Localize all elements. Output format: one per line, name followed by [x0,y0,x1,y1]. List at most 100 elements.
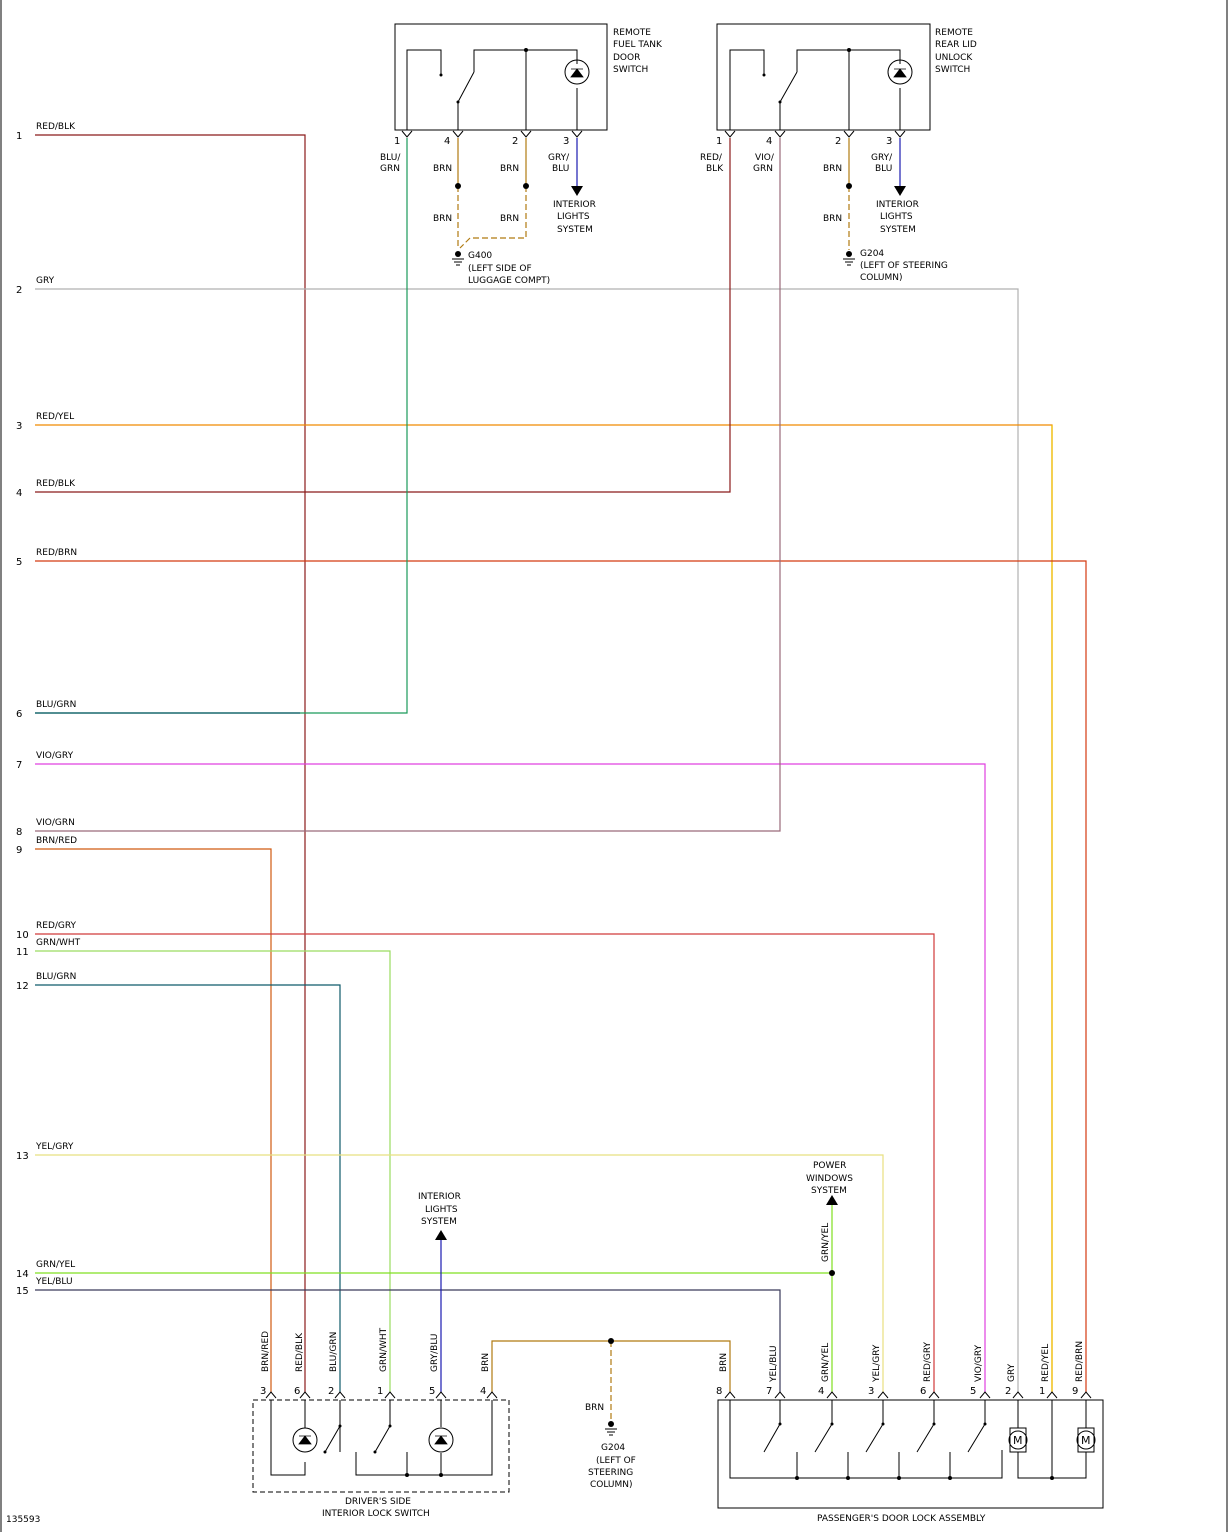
rear-wire-blk: BLK [706,164,724,174]
passenger-pin-6: 6 [920,1386,926,1397]
driver-pin-4: 4 [480,1386,486,1397]
fuel-switch-pin-3: 3 [563,136,569,147]
arrow-down-icon [571,186,583,196]
driver-pin-6: 6 [294,1386,300,1397]
fuel-wire-grn: GRN [380,164,400,174]
fuel-switch-title-2: FUEL TANK [613,40,663,50]
motor-icon: M [1008,1430,1028,1450]
driver-caption-1: DRIVER'S SIDE [345,1497,411,1507]
rear-switch-title-1: REMOTE [935,28,973,38]
driver-lights-1: INTERIOR [418,1192,461,1202]
passenger-pin-7: 7 [766,1386,772,1397]
connector-pin-7: 7 [16,760,22,771]
fuel-switch-pin-1: 1 [394,136,400,147]
rear-switch-title-2: REAR LID [935,40,977,50]
wire-pin-3 [35,424,1053,1392]
wire-label-pin-9: BRN/RED [36,836,77,846]
connector-pin-8: 8 [16,827,22,838]
fuel-switch-pin-2: 2 [512,136,518,147]
wire-label-pin-2: GRY [36,276,55,286]
wire-pin-13 [35,1154,884,1392]
center-ground-1: G204 [601,1443,625,1453]
wire-pin-12 [35,984,341,1392]
center-ground-3: STEERING [588,1468,633,1478]
driver-wire-brn: BRN [481,1353,491,1372]
wire-label-pin-1: RED/BLK [36,122,76,132]
passenger-wire-gry: GRY [1007,1363,1017,1382]
fuel-switch-pin-4: 4 [444,136,450,147]
fuel-switch-internal [406,49,578,130]
driver-pin-5: 5 [429,1386,435,1397]
passenger-pin-2: 2 [1005,1386,1011,1397]
rear-dest-3: SYSTEM [880,225,916,235]
wire-pin-11 [35,950,391,1392]
wire-pin-4 [35,138,731,493]
fuel-ground-3: LUGGAGE COMPT) [468,276,550,286]
fuel-wire-brn-4: BRN [433,164,452,174]
wire-pin-7 [35,763,986,1392]
pw-label-2: WINDOWS [806,1174,853,1184]
connector-pin-5: 5 [16,557,22,568]
passenger-door-lock-assembly: M M PASSENGER'S DOOR LOCK ASSEMBLY 8 7 4… [716,1161,1104,1524]
passenger-wire-yel-blu: YEL/BLU [769,1345,779,1383]
connector-pin-3: 3 [16,421,22,432]
rear-switch-pin-3: 3 [886,136,892,147]
fuel-wire-blu: BLU/ [380,153,401,163]
connector-pin-15: 15 [16,1286,29,1297]
rear-wire-grn: GRN [753,164,773,174]
rear-switch-pin-4: 4 [766,136,772,147]
diagram-id: 135593 [6,1515,40,1525]
wire-label-pin-10: RED/GRY [36,921,77,931]
rear-ground-1: G204 [860,249,884,259]
passenger-pin-3: 3 [868,1386,874,1397]
diode-icon [570,68,584,78]
rear-lid-switch: REMOTE REAR LID UNLOCK SWITCH 1 4 2 3 RE… [700,23,977,283]
wire-label-pin-13: YEL/GRY [35,1142,74,1152]
wire-pin-1 [35,134,306,1392]
pw-wire-label: GRN/YEL [821,1223,831,1262]
fuel-dest-3: SYSTEM [557,225,593,235]
wire-pin-15 [35,1289,781,1392]
passenger-wire-brn: BRN [719,1353,729,1372]
arrow-up-icon [435,1230,447,1240]
fuel-splice-brn-1: BRN [433,214,452,224]
connector-pin-1: 1 [16,131,22,142]
pw-label-3: SYSTEM [811,1186,847,1196]
arrow-up-icon [826,1195,838,1205]
wire-harness [35,134,1087,1424]
driver-wire-blu-grn: BLU/GRN [329,1332,339,1372]
wire-fuel-ground [457,186,527,249]
passenger-wire-red-yel: RED/YEL [1041,1344,1051,1382]
driver-lights-3: SYSTEM [421,1217,457,1227]
fuel-door-switch: REMOTE FUEL TANK DOOR SWITCH 1 4 2 3 BLU… [380,23,663,286]
rear-wire-vio: VIO/ [755,153,775,163]
driver-pin-2: 2 [328,1386,334,1397]
fuel-wire-blu2: BLU [552,164,569,174]
wire-driver-pin4 [491,1340,731,1392]
passenger-pin-5: 5 [970,1386,976,1397]
rear-wire-blu: BLU [875,164,892,174]
rear-wire-brn: BRN [823,164,842,174]
ground-icon [605,1421,617,1436]
center-ground: BRN G204 (LEFT OF STEERING COLUMN) [585,1338,636,1490]
passenger-pin-4: 4 [818,1386,824,1397]
wire-pin-5 [35,560,1087,1392]
connector-pin-10: 10 [16,930,29,941]
rear-splice-brn: BRN [823,214,842,224]
rear-ground-3: COLUMN) [860,273,903,283]
passenger-wire-red-brn: RED/BRN [1075,1341,1085,1382]
wire-label-pin-5: RED/BRN [36,548,77,558]
passenger-wire-red-gry: RED/GRY [923,1341,933,1382]
driver-wire-grn-wht: GRN/WHT [379,1327,389,1372]
svg-text:M: M [1013,1434,1023,1447]
rear-switch-pin-1: 1 [716,136,722,147]
passenger-pin-1: 1 [1039,1386,1045,1397]
center-ground-wire: BRN [585,1403,604,1413]
wire-label-pin-6: BLU/GRN [36,700,76,710]
driver-lights-2: LIGHTS [425,1205,458,1215]
arrow-down-icon [894,186,906,196]
wire-label-pin-3: RED/YEL [36,412,74,422]
fuel-switch-title-1: REMOTE [613,28,651,38]
